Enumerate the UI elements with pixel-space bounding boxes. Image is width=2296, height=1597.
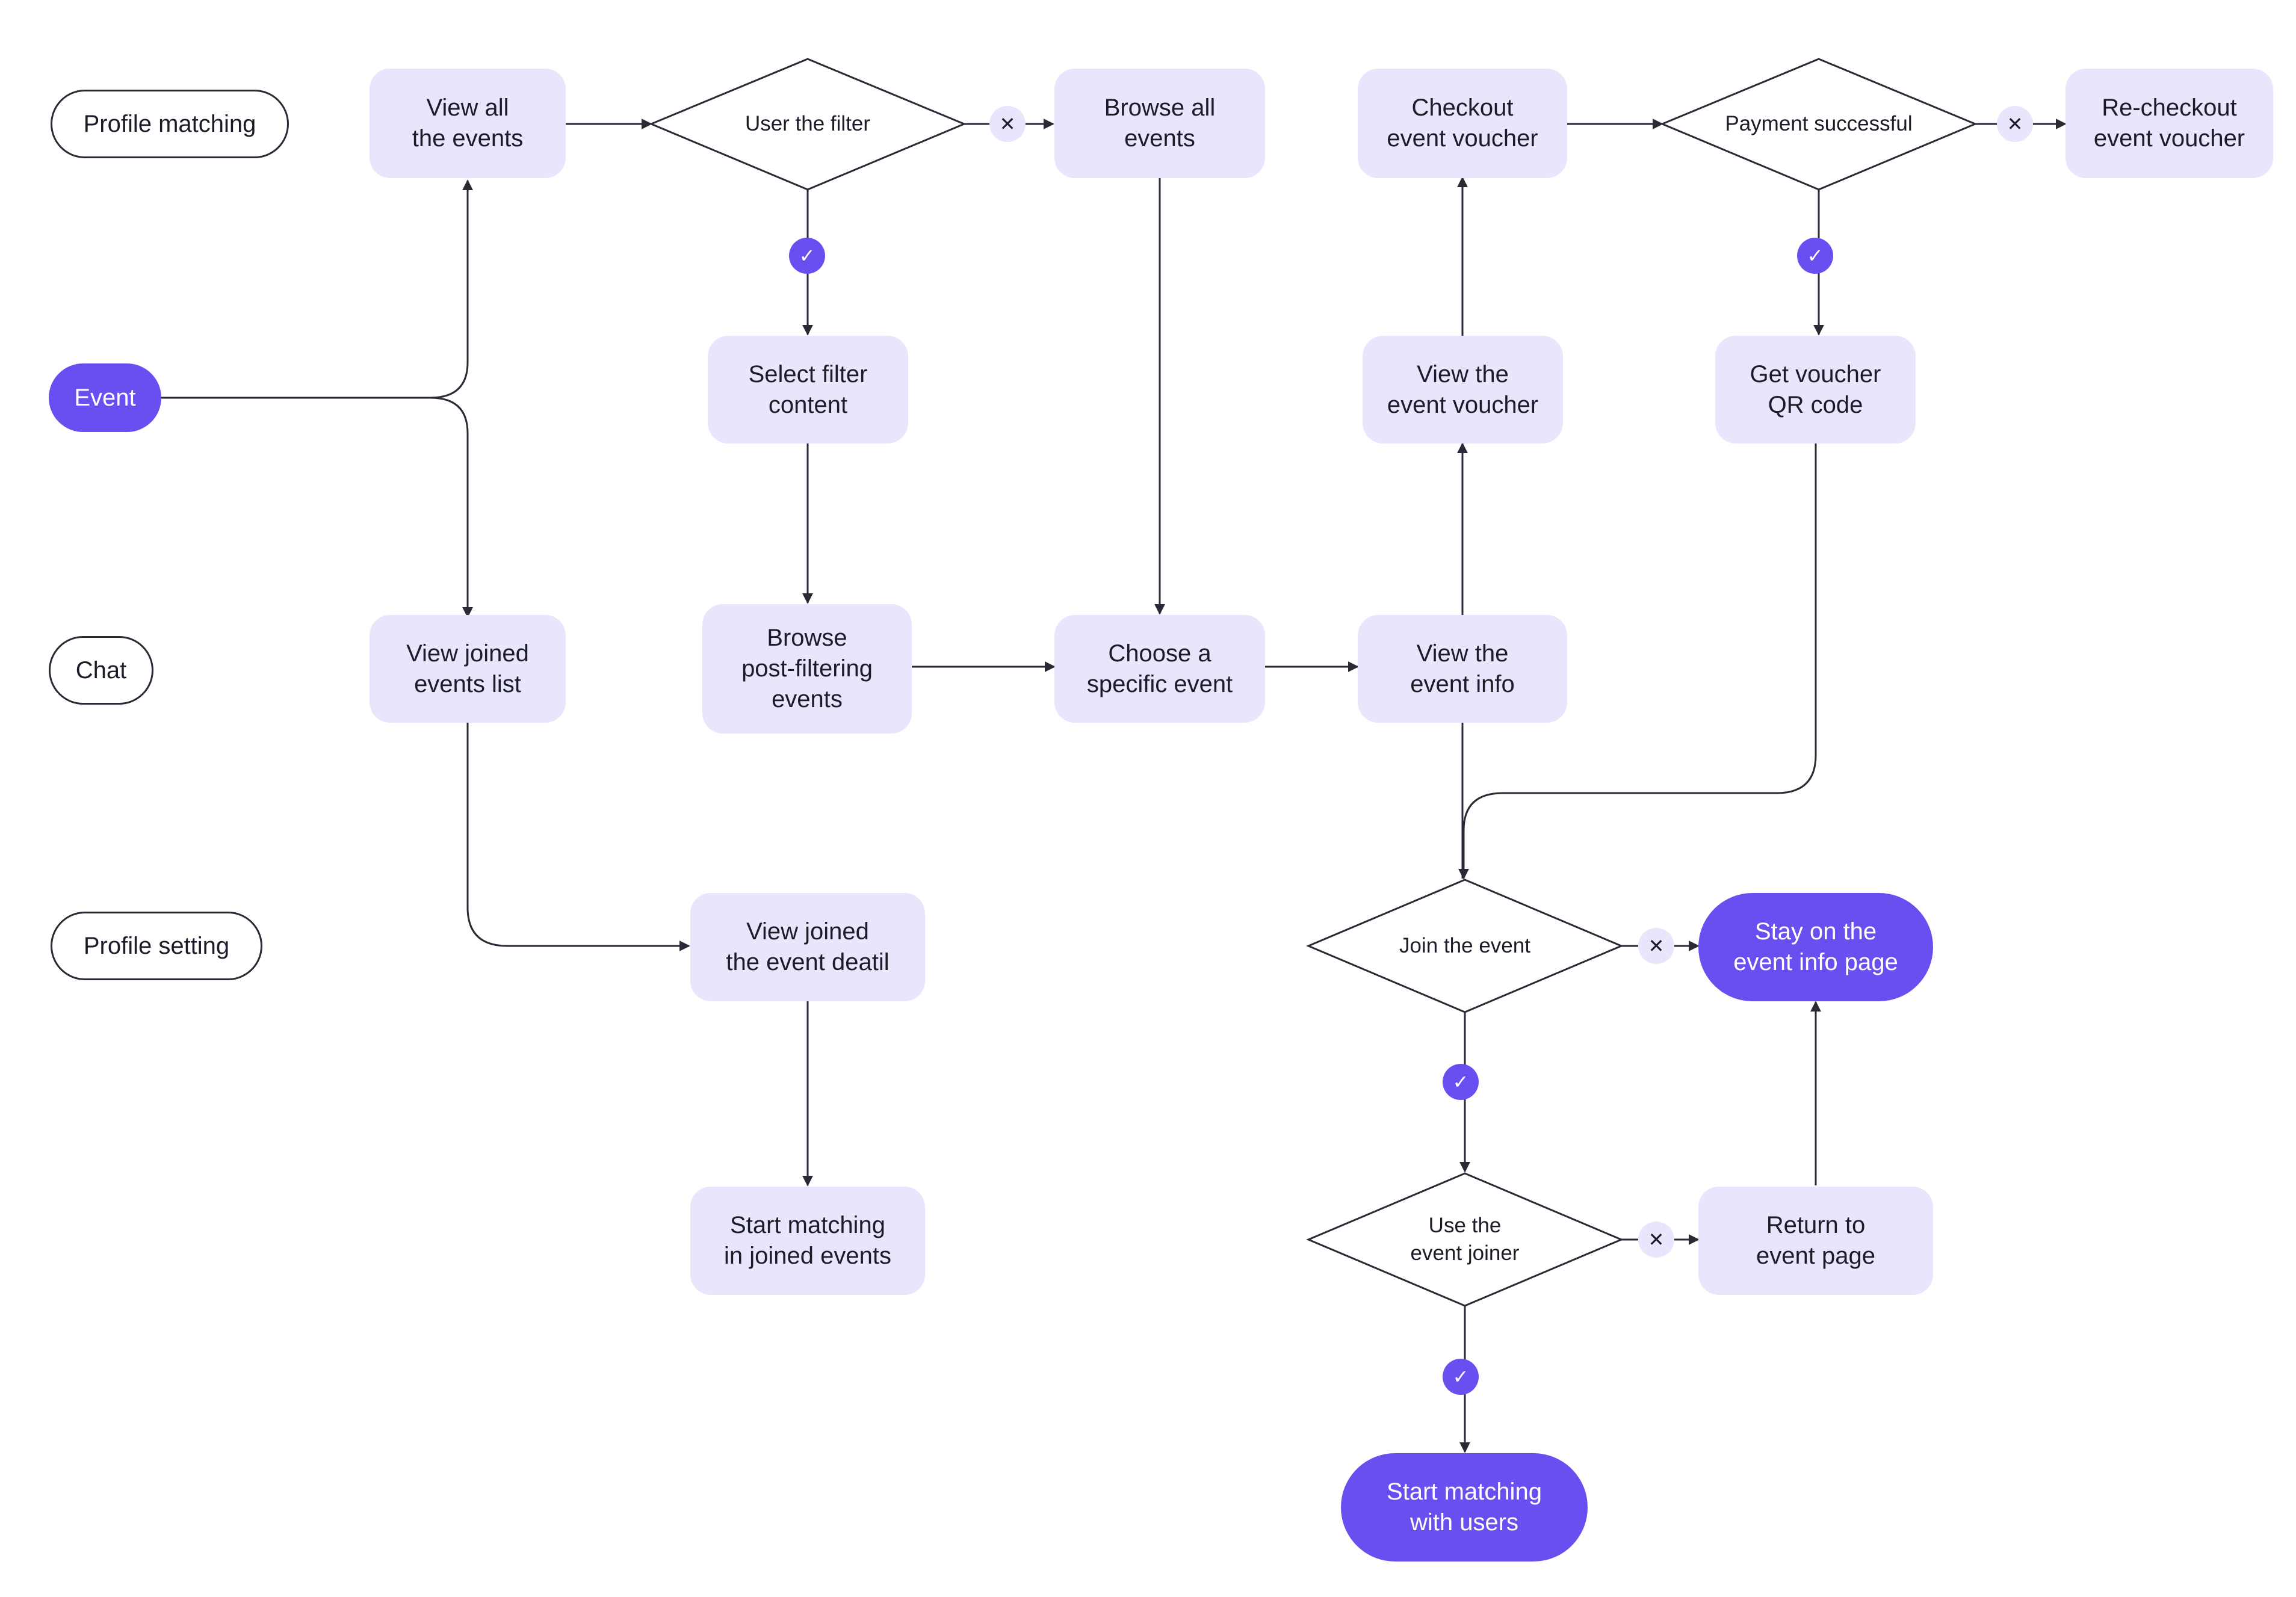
section-event[interactable]: Event [49,363,161,432]
node-recheckout-event-voucher[interactable]: Re-checkout event voucher [2065,69,2273,178]
cross-icon: ✕ [1638,928,1674,964]
node-view-event-voucher[interactable]: View the event voucher [1363,336,1563,443]
node-browse-all-events[interactable]: Browse all events [1054,69,1265,178]
cross-icon: ✕ [989,106,1026,142]
node-view-joined-events-list[interactable]: View joined events list [370,615,566,723]
section-chat[interactable]: Chat [49,636,153,705]
label-user-filter: User the filter [744,112,871,135]
node-view-event-info[interactable]: View the event info [1358,615,1567,723]
label-payment-successful: Payment successful [1725,112,1913,135]
connector-qr-to-join [1458,443,1817,880]
check-icon: ✓ [1797,238,1833,274]
node-view-joined-event-detail[interactable]: View joined the event deatil [690,893,925,1001]
label-use-event-joiner: Use the event joiner [1410,1214,1520,1265]
node-start-matching-joined-events[interactable]: Start matching in joined events [690,1187,925,1295]
connector-event-to-joined [430,397,473,618]
label-join-the-event: Join the event [1399,934,1530,957]
node-view-all-events[interactable]: View all the events [370,69,566,178]
node-start-matching-users[interactable]: Start matching with users [1341,1453,1588,1561]
check-icon: ✓ [1443,1064,1479,1100]
node-stay-event-info-page[interactable]: Stay on the event info page [1698,893,1933,1001]
node-choose-specific-event[interactable]: Choose a specific event [1054,615,1265,723]
section-profile-matching[interactable]: Profile matching [51,90,289,158]
node-browse-post-filtering-events[interactable]: Browse post-filtering events [702,604,912,734]
connector-joined-to-detail [466,722,690,951]
cross-icon: ✕ [1997,106,2033,142]
node-get-voucher-qr-code[interactable]: Get voucher QR code [1715,336,1916,443]
cross-icon: ✕ [1638,1222,1674,1258]
check-icon: ✓ [789,238,825,274]
check-icon: ✓ [1443,1359,1479,1395]
node-checkout-event-voucher[interactable]: Checkout event voucher [1358,69,1567,178]
connector-event-split [161,179,473,399]
node-select-filter-content[interactable]: Select filter content [708,336,908,443]
node-return-to-event-page[interactable]: Return to event page [1698,1187,1933,1295]
section-profile-setting[interactable]: Profile setting [51,912,262,980]
